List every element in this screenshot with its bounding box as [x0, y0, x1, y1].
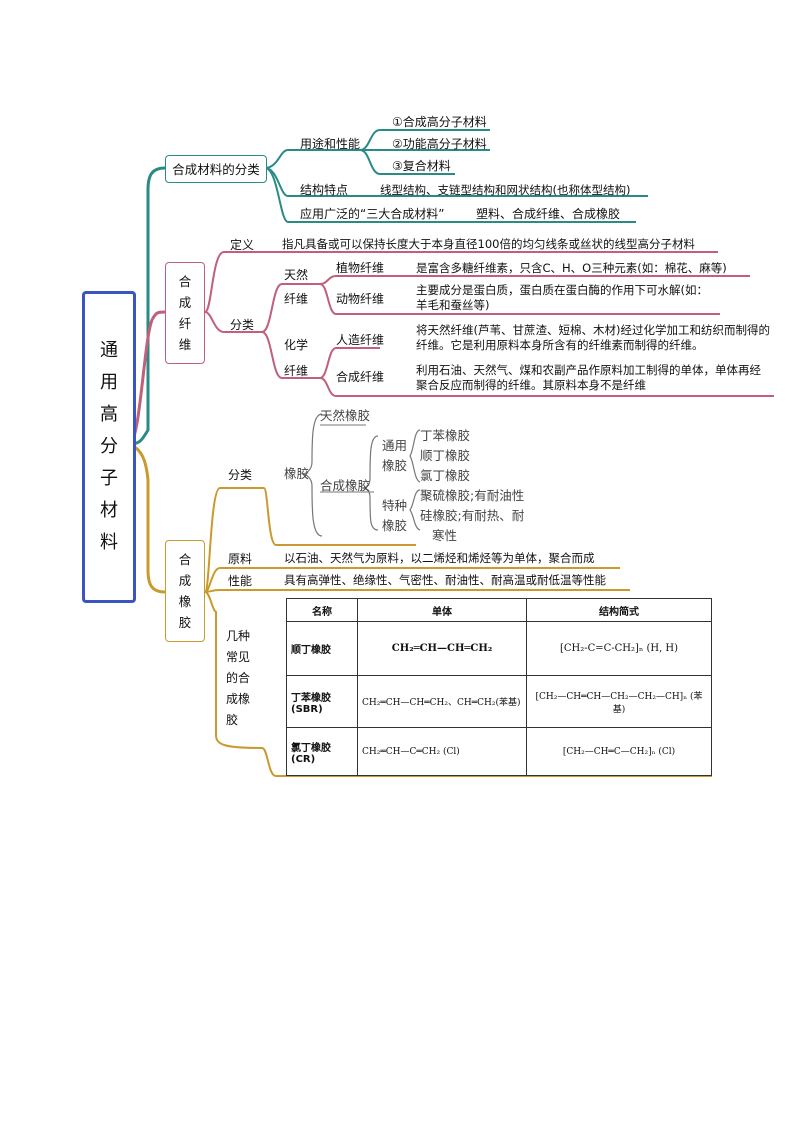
general-rubber-item: 顺丁橡胶 — [420, 448, 471, 463]
common-rubber-line: 胶 — [226, 713, 239, 727]
structure-text: 线型结构、支链型结构和网状结构(也称体型结构) — [380, 183, 631, 197]
table-cell-name: 氯丁橡胶(CR) — [286, 727, 358, 776]
general-rubber-label: 通用 — [382, 438, 408, 453]
raw-label: 原料 — [228, 552, 253, 566]
table-cell-structure: [CH₂-C=C-CH₂]ₙ (H, H) — [526, 621, 712, 676]
general-rubber-item: 氯丁橡胶 — [420, 468, 471, 483]
table-row: 丁苯橡胶(SBR) CH₂═CH—CH═CH₂、CH═CH₂(苯基) [CH₂—… — [286, 675, 712, 728]
rubber-char: 成 — [178, 573, 192, 588]
common-rubber-label: 几种 常见 的合 成橡 胶 — [226, 626, 266, 731]
root-char: 通 — [100, 340, 118, 361]
fiber-box: 合 成 纤 维 — [165, 262, 205, 364]
widely-text: 塑料、合成纤维、合成橡胶 — [476, 207, 621, 221]
root-char: 高 — [100, 404, 118, 425]
table-cell-structure: [CH₂—CH═CH—CH₂—CH₂—CH]ₙ (苯基) — [526, 675, 712, 728]
rubber-table: 名称 单体 结构简式 顺丁橡胶 CH₂═CH—CH═CH₂ [CH₂-C=C-C… — [286, 598, 712, 776]
special-rubber-item: 寒性 — [432, 528, 458, 543]
rubber-classification-label: 分类 — [228, 468, 253, 482]
raw-text: 以石油、天然气为原料，以二烯烃和烯烃等为单体，聚合而成 — [284, 551, 595, 565]
table-row: 氯丁橡胶(CR) CH₂═CH—C═CH₂ (Cl) [CH₂—CH═C—CH₂… — [286, 727, 712, 776]
synthetic-fiber-text: 利用石油、天然气、煤和农副产品作原料加工制得的单体，单体再经聚合反应而制得的纤维… — [416, 363, 761, 392]
special-rubber-item: 聚硫橡胶;有耐油性 — [420, 488, 525, 503]
fiber-char: 合 — [178, 274, 192, 289]
natural-fiber-label: 天然 — [284, 268, 309, 282]
table-cell-name: 丁苯橡胶(SBR) — [286, 675, 358, 728]
chemical-fiber-label: 化学 — [284, 338, 309, 352]
general-rubber-item: 丁苯橡胶 — [420, 428, 471, 443]
common-rubber-line: 常见 — [226, 650, 251, 664]
fiber-char: 纤 — [178, 316, 192, 331]
synthetic-fiber-label: 合成纤维 — [336, 370, 385, 384]
animal-fiber-label: 动物纤维 — [336, 292, 385, 306]
table-row: 顺丁橡胶 CH₂═CH—CH═CH₂ [CH₂-C=C-CH₂]ₙ (H, H) — [286, 621, 712, 676]
table-header: 单体 — [357, 598, 527, 622]
property-label: 性能 — [228, 574, 253, 588]
artificial-fiber-text: 将天然纤维(芦苇、甘蔗渣、短棉、木材)经过化学加工和纺织而制得的纤维。它是利用原… — [416, 323, 770, 352]
fiber-classification-label: 分类 — [230, 318, 255, 332]
table-cell-monomer: CH₂═CH—CH═CH₂ — [357, 621, 527, 676]
root-char: 料 — [100, 532, 118, 553]
root-char: 分 — [100, 436, 118, 457]
rubber-box: 合 成 橡 胶 — [165, 540, 205, 642]
widely-label: 应用广泛的“三大合成材料” — [300, 207, 445, 221]
synthetic-rubber: 合成橡胶 — [320, 478, 371, 493]
plant-fiber-text: 是富含多糖纤维素，只含C、H、O三种元素(如：棉花、麻等) — [416, 261, 727, 275]
animal-fiber-text: 主要成分是蛋白质，蛋白质在蛋白酶的作用下可水解(如：羊毛和蚕丝等) — [416, 283, 708, 312]
common-rubber-line: 的合 — [226, 671, 251, 685]
rubber-char: 合 — [178, 552, 192, 567]
synthetic-classification-label: 合成材料的分类 — [172, 161, 260, 177]
usage-item: ②功能高分子材料 — [392, 137, 487, 151]
special-rubber-label: 特种 — [382, 498, 408, 513]
fiber-definition-text: 指凡具备或可以保持长度大于本身直径100倍的均匀线条或丝状的线型高分子材料 — [282, 237, 695, 251]
root-char: 用 — [100, 372, 118, 393]
structure-label: 结构特点 — [300, 183, 349, 197]
table-header: 名称 — [286, 598, 358, 622]
special-rubber-item: 硅橡胶;有耐热、耐 — [420, 508, 525, 523]
table-cell-monomer: CH₂═CH—CH═CH₂、CH═CH₂(苯基) — [357, 675, 527, 728]
root-char: 材 — [100, 500, 118, 521]
root-topic: 通 用 高 分 子 材 料 — [82, 291, 136, 603]
rubber-char: 胶 — [178, 615, 192, 630]
artificial-fiber-label: 人造纤维 — [336, 333, 385, 347]
plant-fiber-label: 植物纤维 — [336, 261, 385, 275]
rubber-char: 橡 — [178, 594, 192, 609]
fiber-char: 成 — [178, 295, 192, 310]
table-header-row: 名称 单体 结构简式 — [286, 598, 712, 622]
table-cell-monomer: CH₂═CH—C═CH₂ (Cl) — [357, 727, 527, 776]
table-header: 结构简式 — [526, 598, 712, 622]
fiber-definition-label: 定义 — [230, 238, 255, 252]
synthetic-classification-box: 合成材料的分类 — [165, 155, 267, 183]
usage-item: ①合成高分子材料 — [392, 115, 487, 129]
common-rubber-line: 几种 — [226, 629, 251, 643]
rubber-word: 橡胶 — [284, 466, 310, 481]
natural-rubber: 天然橡胶 — [320, 408, 371, 423]
chemical-fiber-label: 纤维 — [284, 364, 309, 378]
special-rubber-label: 橡胶 — [382, 518, 408, 533]
table-cell-name: 顺丁橡胶 — [286, 621, 358, 676]
usage-item: ③复合材料 — [392, 159, 451, 173]
natural-fiber-label: 纤维 — [284, 292, 309, 306]
usage-label: 用途和性能 — [300, 137, 361, 151]
table-cell-structure: [CH₂—CH═C—CH₂]ₙ (Cl) — [526, 727, 712, 776]
root-char: 子 — [100, 468, 118, 489]
property-text: 具有高弹性、绝缘性、气密性、耐油性、耐高温或耐低温等性能 — [284, 573, 606, 587]
common-rubber-line: 成橡 — [226, 692, 251, 706]
fiber-char: 维 — [178, 337, 192, 352]
general-rubber-label: 橡胶 — [382, 458, 408, 473]
